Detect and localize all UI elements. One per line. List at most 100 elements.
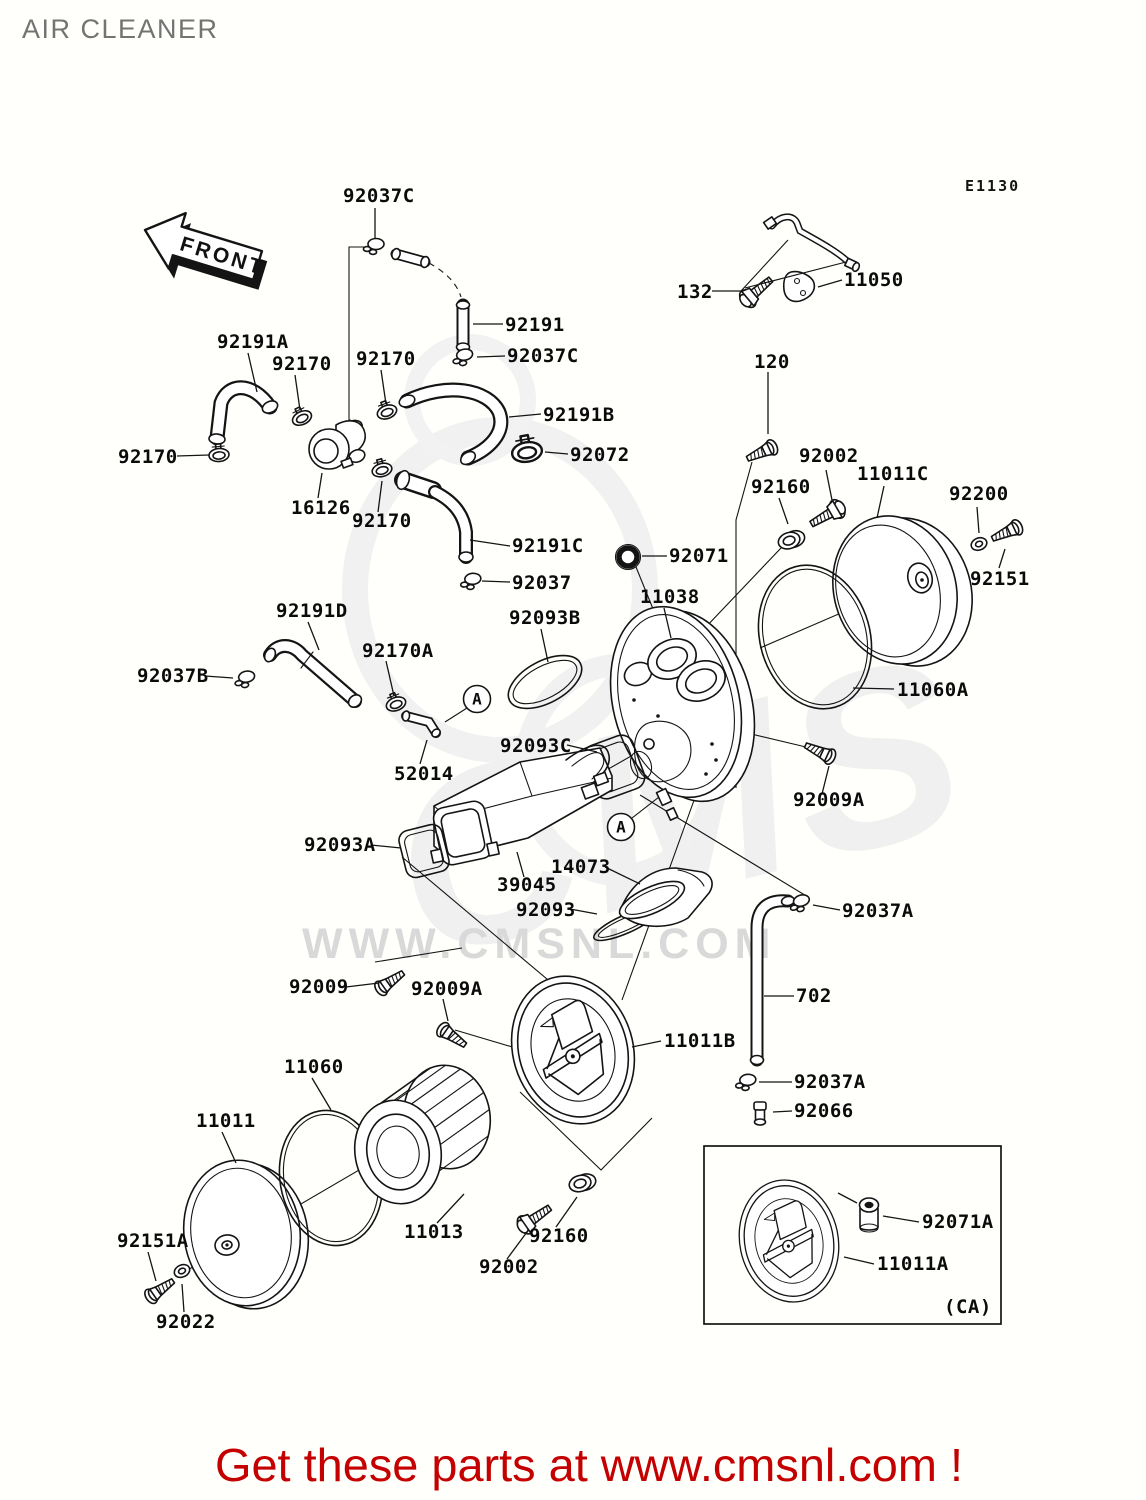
part-label-92093-34[interactable]: 92093 xyxy=(516,899,576,921)
intake-bells xyxy=(647,638,726,702)
part-label-92002-47[interactable]: 92002 xyxy=(479,1256,539,1278)
part-label-11060A-29[interactable]: 11060A xyxy=(897,679,969,701)
part-label-52014-20[interactable]: 52014 xyxy=(394,763,454,785)
part-label-92191A-3[interactable]: 92191A xyxy=(217,331,289,353)
watermark-url-text: WWW.CMSNL.COM xyxy=(302,920,776,968)
part-label-92009A-37[interactable]: 92009A xyxy=(411,978,483,1000)
gasket-92093B xyxy=(507,654,583,710)
part-label-92009A-30[interactable]: 92009A xyxy=(793,789,865,811)
part-label-14073-32[interactable]: 14073 xyxy=(551,856,611,878)
fitting-92066 xyxy=(753,1101,767,1126)
clamp-92170-c xyxy=(207,442,231,464)
part-label-92093A-31[interactable]: 92093A xyxy=(304,834,376,856)
bolt-132 xyxy=(734,270,779,312)
part-label-16126-9[interactable]: 16126 xyxy=(291,497,351,519)
part-label-11060-40[interactable]: 11060 xyxy=(284,1056,344,1078)
cover-11011 xyxy=(182,1159,310,1310)
part-label-11038-17[interactable]: 11038 xyxy=(640,586,700,608)
part-label-92191-1[interactable]: 92191 xyxy=(505,314,565,336)
gasket-92093A xyxy=(398,823,450,879)
bolt-92002-a xyxy=(805,495,850,534)
hose-702 xyxy=(749,894,796,1067)
part-label-11011-43[interactable]: 11011 xyxy=(196,1110,256,1132)
part-label-92160-26[interactable]: 92160 xyxy=(751,476,811,498)
gasket-11060A xyxy=(757,564,873,710)
filter-element-11013 xyxy=(353,1064,492,1205)
part-label-CA-51[interactable]: (CA) xyxy=(944,1296,992,1318)
part-label-92002-24[interactable]: 92002 xyxy=(799,445,859,467)
fasteners-group xyxy=(141,270,1026,1307)
leader-lines xyxy=(147,208,1006,1313)
bracket-11050-group xyxy=(740,213,861,303)
callout-markers: AA xyxy=(462,684,636,842)
screw-120 xyxy=(743,437,781,467)
part-label-11011A-50[interactable]: 11011A xyxy=(877,1253,949,1275)
part-label-92072-7[interactable]: 92072 xyxy=(570,444,630,466)
part-label-92071A-49[interactable]: 92071A xyxy=(922,1211,994,1233)
part-label-702-38[interactable]: 702 xyxy=(796,985,832,1007)
part-label-92170A-15[interactable]: 92170A xyxy=(362,640,434,662)
diagram-code: E1130 xyxy=(965,177,1020,195)
clamp-92170-a xyxy=(287,403,315,429)
part-label-39045-33[interactable]: 39045 xyxy=(497,874,557,896)
footer-banner: Get these parts at www.cmsnl.com ! xyxy=(215,1439,963,1491)
part-label-92037-12[interactable]: 92037 xyxy=(512,572,572,594)
part-label-92170-4[interactable]: 92170 xyxy=(272,353,332,375)
housing-11011A xyxy=(727,1169,851,1313)
part-label-92037B-16[interactable]: 92037B xyxy=(137,665,209,687)
part-label-92200-27[interactable]: 92200 xyxy=(949,483,1009,505)
callout-letter-1: A xyxy=(616,818,626,837)
part-label-92151A-46[interactable]: 92151A xyxy=(117,1230,189,1252)
clip-92037C-a xyxy=(362,237,385,256)
callout-circle-1 xyxy=(606,812,636,842)
part-label-92170-8[interactable]: 92170 xyxy=(118,446,178,468)
part-label-92037C-0[interactable]: 92037C xyxy=(343,185,415,207)
part-label-120-23[interactable]: 120 xyxy=(754,351,790,373)
horn-14073-group xyxy=(593,867,713,942)
callout-letter-0: A xyxy=(472,690,482,709)
cover-11011C-group xyxy=(757,515,973,710)
screw-92151 xyxy=(988,517,1026,547)
screw-92151A xyxy=(141,1273,179,1307)
part-label-92037A-35[interactable]: 92037A xyxy=(842,900,914,922)
part-label-92037C-2[interactable]: 92037C xyxy=(507,345,579,367)
part-label-92191D-13[interactable]: 92191D xyxy=(276,600,348,622)
backplate-11038-group xyxy=(609,543,756,822)
part-label-92191C-11[interactable]: 92191C xyxy=(512,535,584,557)
pipe-segment xyxy=(390,247,431,269)
part-label-11013-44[interactable]: 11013 xyxy=(404,1221,464,1243)
duct-39045-group xyxy=(398,710,613,879)
part-label-92037A-41[interactable]: 92037A xyxy=(794,1071,866,1093)
filter-stack-group xyxy=(182,1064,492,1310)
valve-16126 xyxy=(308,419,366,470)
part-label-92066-42[interactable]: 92066 xyxy=(794,1100,854,1122)
part-label-92170-5[interactable]: 92170 xyxy=(356,348,416,370)
part-label-92009-36[interactable]: 92009 xyxy=(289,976,349,998)
part-label-92093C-19[interactable]: 92093C xyxy=(500,735,572,757)
tube-92191 xyxy=(455,298,471,354)
part-label-92191B-6[interactable]: 92191B xyxy=(543,404,615,426)
dashed-hose-route xyxy=(428,262,462,298)
part-label-92170-10[interactable]: 92170 xyxy=(352,510,412,532)
part-label-92151-28[interactable]: 92151 xyxy=(970,568,1030,590)
part-label-92093B-14[interactable]: 92093B xyxy=(509,607,581,629)
grommet-92160-b xyxy=(566,1170,599,1195)
clip-92037B xyxy=(232,669,258,690)
screw-92009 xyxy=(371,965,409,999)
screw-92009A-b xyxy=(433,1019,471,1053)
part-label-11050-22[interactable]: 11050 xyxy=(844,269,904,291)
grommet-92071 xyxy=(614,543,642,571)
hose-92191A xyxy=(208,380,279,446)
part-label-92071-18[interactable]: 92071 xyxy=(669,545,729,567)
part-label-11011B-39[interactable]: 11011B xyxy=(664,1030,736,1052)
duct-flange xyxy=(430,800,500,866)
part-label-11011C-25[interactable]: 11011C xyxy=(857,463,929,485)
part-label-92160-45[interactable]: 92160 xyxy=(529,1225,589,1247)
part-label-92022-48[interactable]: 92022 xyxy=(156,1311,216,1333)
callout-circle-0 xyxy=(462,684,492,714)
part-label-132-21[interactable]: 132 xyxy=(677,281,713,303)
ca-variant-box xyxy=(703,1145,1002,1325)
